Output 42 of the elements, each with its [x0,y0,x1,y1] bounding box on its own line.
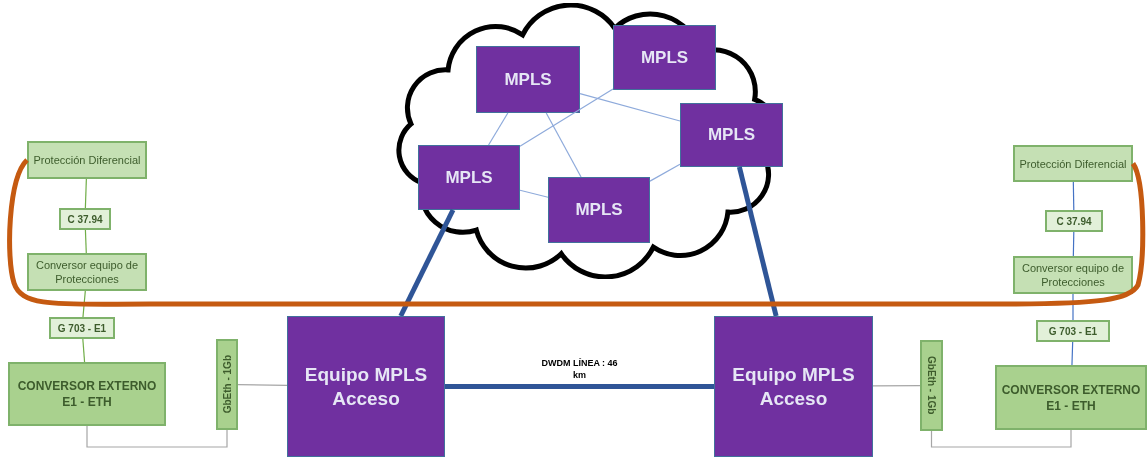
interface-box: G 703 - E1 [1036,320,1110,342]
router-box: MPLS [476,46,580,113]
interface-box: G 703 - E1 [49,317,115,339]
connector-line [649,163,681,182]
path-curve [7,158,1146,307]
link-line [398,208,456,318]
connector-line [86,425,228,448]
connector-line [237,384,288,386]
connector-line [1072,231,1075,257]
interface-box: C 37.94 [59,208,111,230]
router-box: MPLS [548,177,650,243]
connector-line [519,88,614,147]
connector-line [930,429,1072,448]
connector-line [82,338,86,363]
connector-line [545,112,582,178]
device-box: Protección Diferencial [27,141,147,179]
connector-line [1072,181,1075,211]
router-box: Equipo MPLS Acceso [714,316,873,457]
connector-line [82,290,86,318]
router-box: Equipo MPLS Acceso [287,316,445,457]
router-box: MPLS [680,103,783,167]
interface-box: C 37.94 [1045,210,1103,232]
connector-line [872,384,921,387]
edge-label: DWDM LÍNEA : 46 km [539,356,620,381]
link-line [445,384,714,389]
converter-box: CONVERSOR EXTERNO E1 - ETH [8,362,166,426]
connector-line [1071,341,1074,366]
router-box: MPLS [418,145,520,210]
connector-line [579,93,681,122]
device-box: Conversor equipo de Protecciones [1013,256,1133,294]
device-box: Protección Diferencial [1013,145,1133,182]
converter-box: CONVERSOR EXTERNO E1 - ETH [995,365,1147,430]
device-box: Conversor equipo de Protecciones [27,253,147,291]
connector-line [487,112,509,146]
connector-line [84,229,87,254]
connector-line [84,178,87,209]
interface-box: GbEth - 1Gb [920,340,943,431]
connector-line [519,189,549,198]
interface-box: GbEth - 1Gb [216,339,238,430]
connector-line [1072,293,1074,321]
link-line [736,166,779,317]
router-box: MPLS [613,25,716,90]
